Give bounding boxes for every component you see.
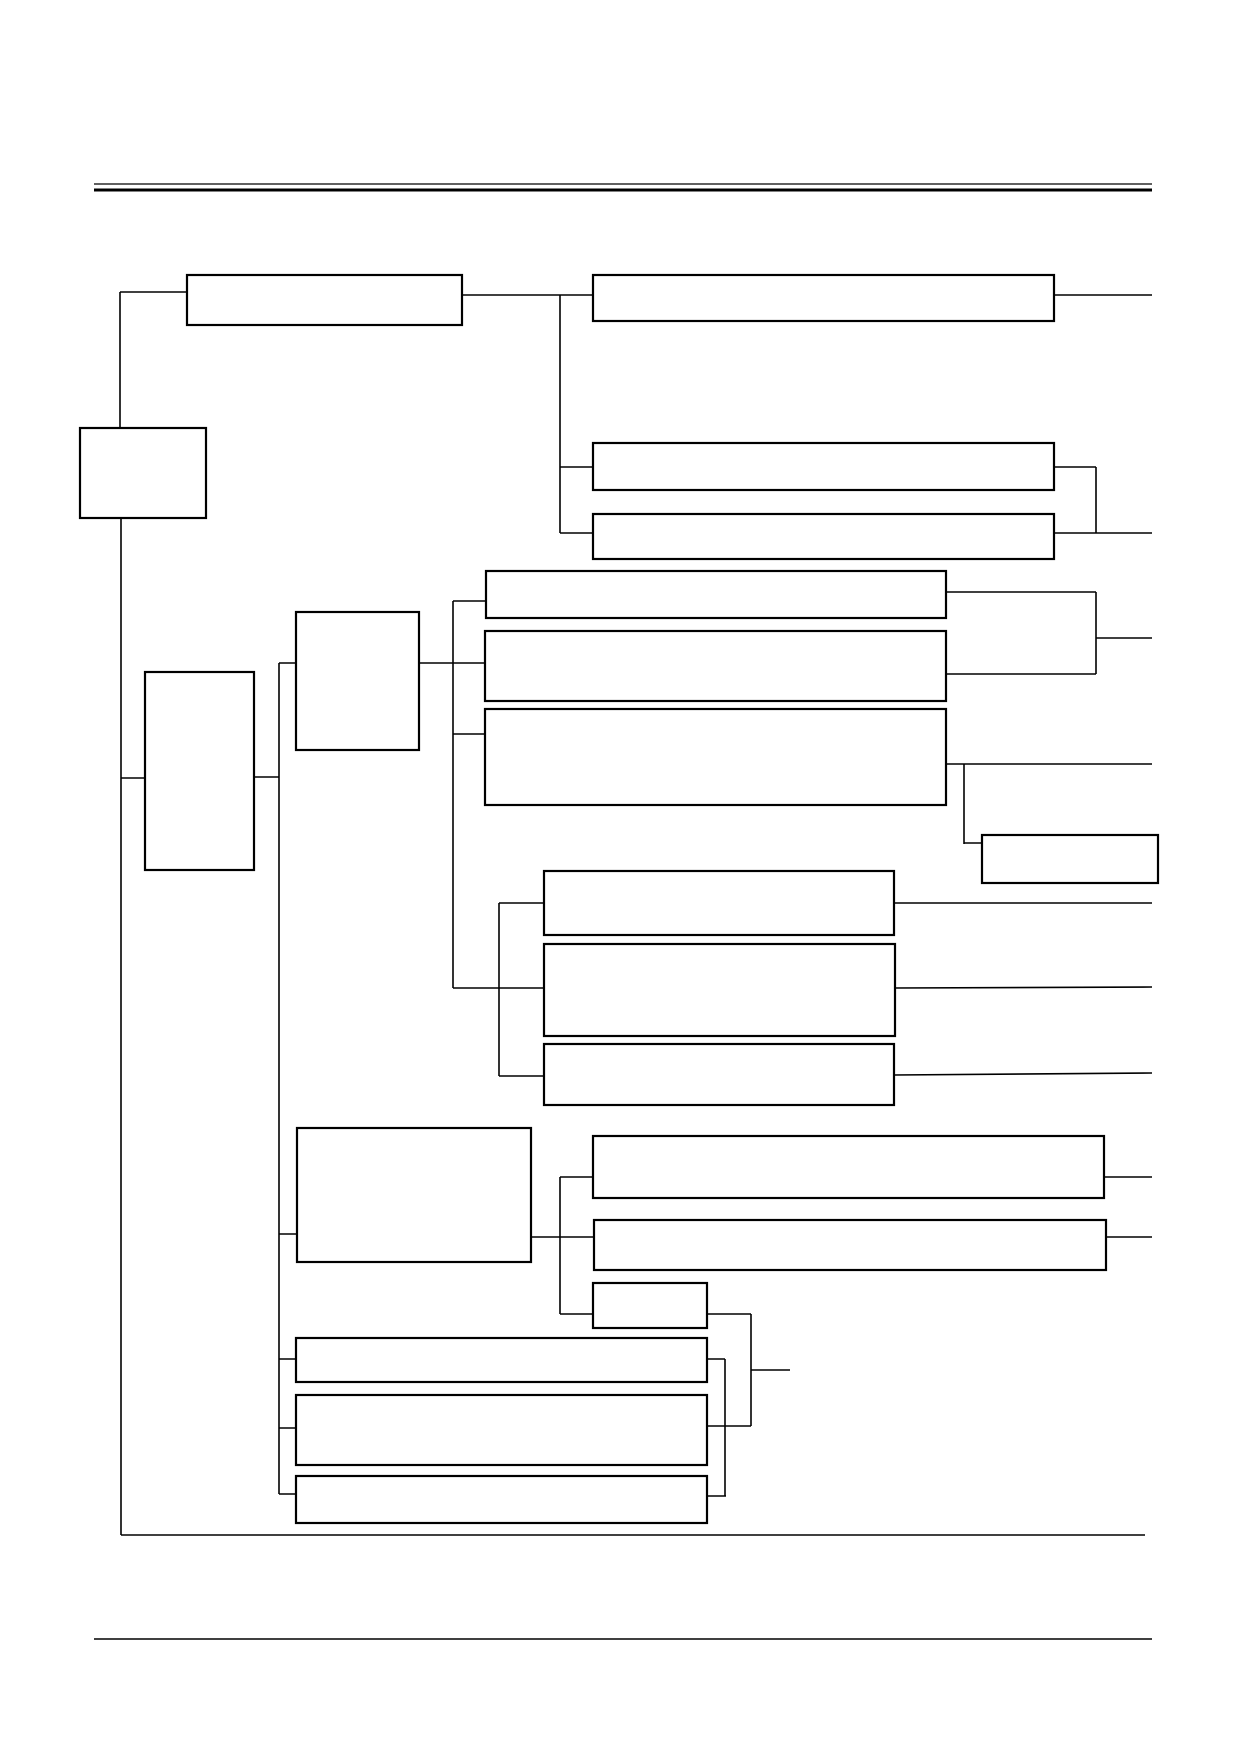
branch-middle-box [143,670,256,872]
root-box [78,426,208,520]
a-item-3-note-box [980,833,1160,885]
c-item-1-box [294,1336,709,1384]
group-a-box [294,610,421,752]
c-item-2-box [294,1393,709,1467]
top-item-3-box [591,512,1056,561]
a-sub-2-box [542,942,897,1038]
b-item-1-box [591,1134,1106,1200]
a-sub-3-box [542,1042,896,1107]
a-item-3-box [483,707,948,807]
c-item-3-box [294,1474,709,1525]
top-item-2-box [591,441,1056,492]
group-b-box [295,1126,533,1264]
top-item-1-box [591,273,1056,323]
branch-top-box [185,273,464,327]
b-item-2-box [592,1218,1108,1272]
b-item-3-box [591,1281,709,1330]
a-item-2-box [483,629,948,703]
a-sub-1-box [542,869,896,937]
connectors [119,291,1153,1536]
a-item-1-box [484,569,948,620]
